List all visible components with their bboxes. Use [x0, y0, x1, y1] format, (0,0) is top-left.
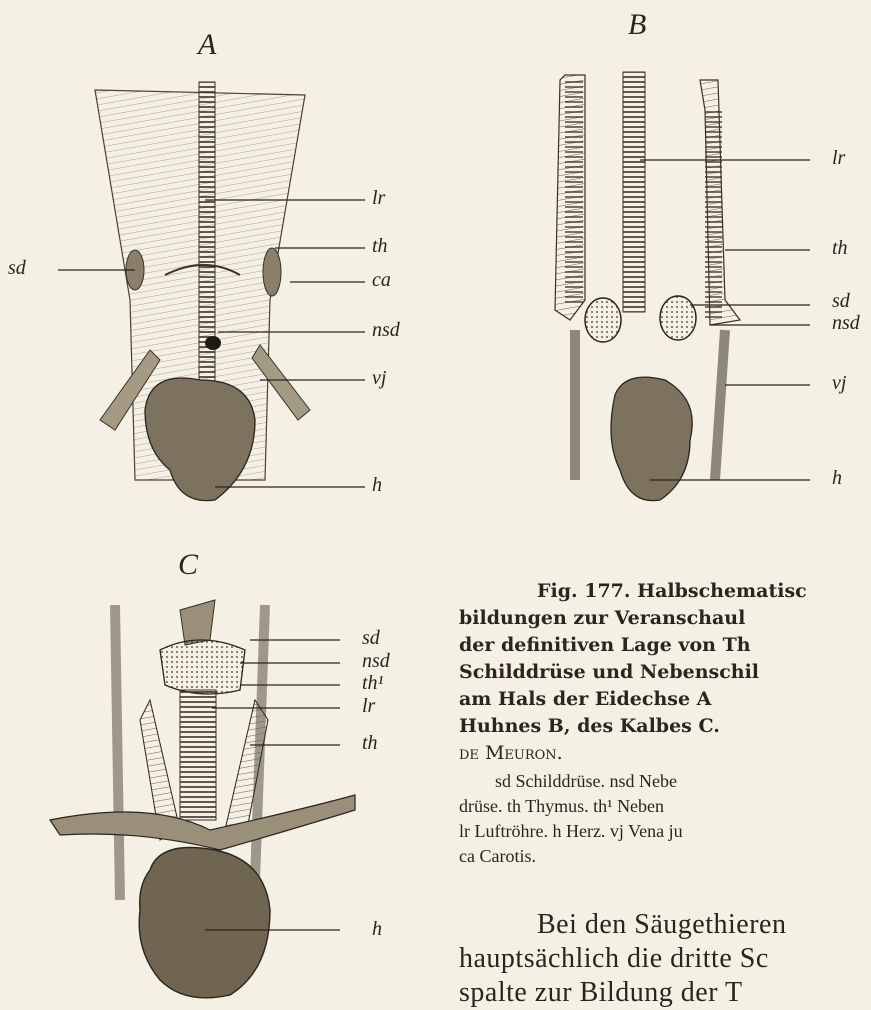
legend-line: ca Carotis. — [459, 844, 871, 869]
panel-a-label-sd: sd — [8, 257, 26, 280]
panel-a-label-th: th — [372, 235, 388, 258]
panel-a-label-h: h — [372, 474, 382, 497]
panel-c-label-sd: sd — [362, 627, 380, 650]
panel-a-label-vj: vj — [372, 367, 386, 390]
panel-c-label-nsd: nsd — [362, 650, 390, 673]
panel-a-label-lr: lr — [372, 187, 385, 210]
panel-b-drawing — [555, 72, 740, 501]
body-line: Bei den Säugethieren — [459, 908, 871, 942]
body-line: hauptsächlich die dritte Sc — [459, 942, 871, 976]
caption-line: am Hals der Eidechse A — [459, 686, 871, 713]
legend-line: sd Schilddrüse. nsd Nebe — [459, 769, 871, 794]
panel-b-label-vj: vj — [832, 372, 846, 395]
caption-line: Schilddrüse und Nebenschil — [459, 659, 871, 686]
caption-line: der definitiven Lage von Th — [459, 632, 871, 659]
panel-a-label-ca: ca — [372, 269, 391, 292]
panel-b-label-nsd: nsd — [832, 312, 860, 335]
caption-legend: sd Schilddrüse. nsd Nebe drüse. th Thymu… — [459, 769, 871, 869]
panel-b-label-lr: lr — [832, 147, 845, 170]
legend-line: drüse. th Thymus. th¹ Neben — [459, 794, 871, 819]
legend-line: lr Luftröhre. h Herz. vj Vena ju — [459, 819, 871, 844]
panel-c-drawing — [50, 600, 355, 998]
panel-c-letter: C — [178, 548, 198, 582]
panel-b-label-sd: sd — [832, 290, 850, 313]
panel-a-label-nsd: nsd — [372, 319, 400, 342]
panel-c-label-lr: lr — [362, 695, 375, 718]
panel-c-label-th1: th¹ — [362, 672, 384, 695]
body-paragraph: Bei den Säugethieren hauptsächlich die d… — [459, 908, 871, 1010]
figure-caption: Fig. 177. Halbschematisc bildungen zur V… — [459, 578, 871, 869]
panel-b-label-h: h — [832, 467, 842, 490]
body-line: spalte zur Bildung der T — [459, 976, 871, 1010]
panel-a-drawing — [95, 82, 310, 501]
caption-line: Huhnes B, des Kalbes C. — [459, 713, 871, 740]
panel-c-label-h: h — [372, 918, 382, 941]
panel-b-label-th: th — [832, 237, 848, 260]
panel-c-label-th: th — [362, 732, 378, 755]
panel-b-letter: B — [628, 8, 646, 42]
caption-line: Fig. 177. Halbschematisc — [459, 578, 871, 605]
caption-line: bildungen zur Veranschaul — [459, 605, 871, 632]
caption-author: de Meuron. — [459, 740, 871, 767]
panel-a-letter: A — [198, 28, 216, 62]
